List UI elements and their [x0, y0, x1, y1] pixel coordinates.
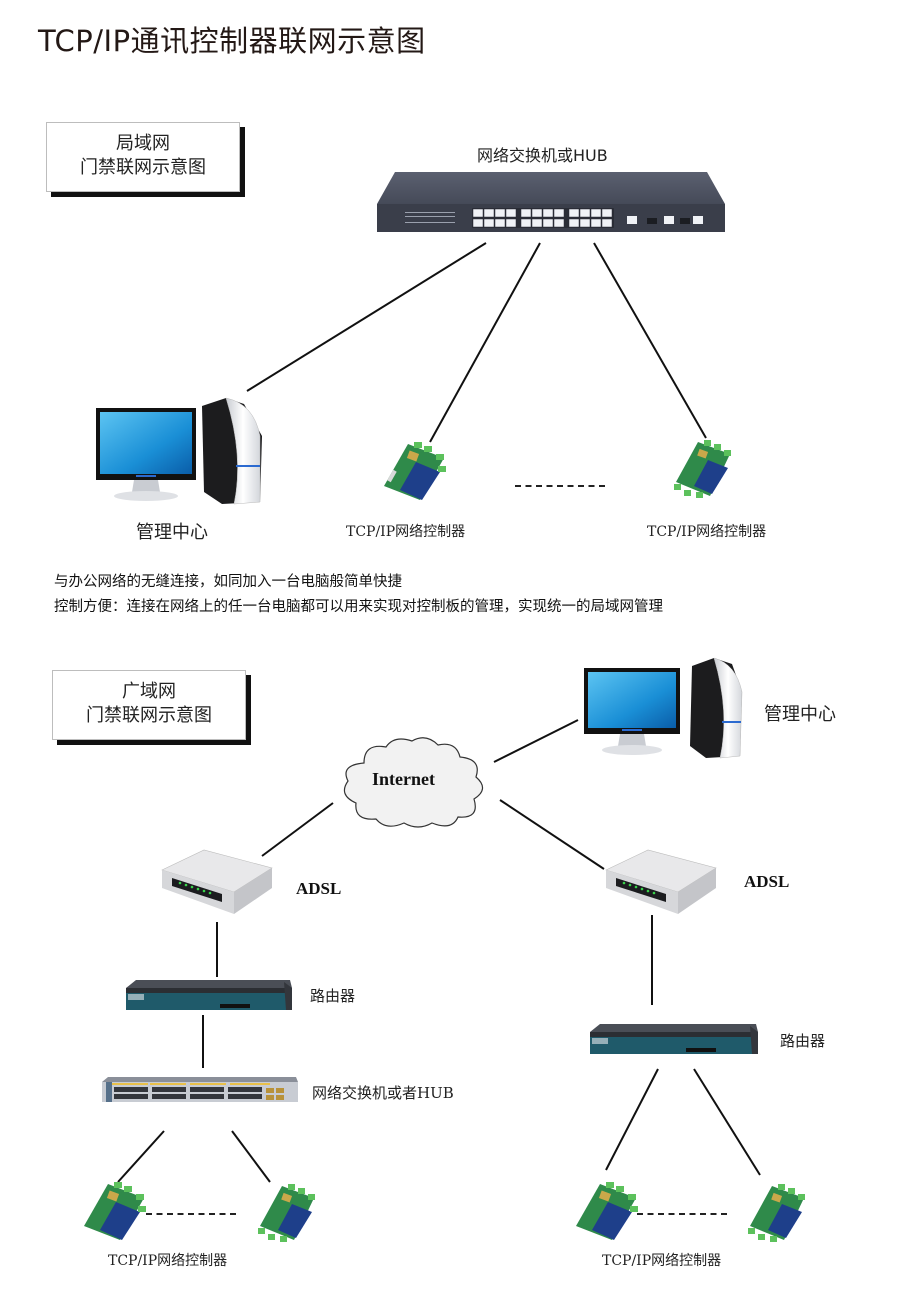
lan-controller-label-2: TCP/IP网络控制器: [647, 524, 767, 540]
lan-box-line1: 局域网: [116, 133, 170, 154]
left-router-label: 路由器: [310, 987, 356, 1005]
link-internet-to-right-adsl: [499, 799, 605, 870]
left-switch-label: 网络交换机或者HUB: [312, 1084, 454, 1102]
lan-box-line2: 门禁联网示意图: [80, 157, 206, 178]
link-left-switch-to-controller-1: [117, 1130, 165, 1183]
controller-board-icon: [576, 1182, 638, 1240]
controller-board-icon: [84, 1182, 146, 1240]
computer-icon: [96, 397, 262, 505]
internet-cloud: Internet: [334, 733, 492, 831]
lan-section-box: 局域网 门禁联网示意图: [46, 122, 240, 192]
wan-box-line2: 门禁联网示意图: [86, 705, 212, 726]
link-internet-to-management: [493, 719, 579, 763]
right-controller-label: TCP/IP网络控制器: [602, 1253, 722, 1269]
left-controllers-ellipsis: [146, 1213, 236, 1215]
router-icon: [126, 980, 292, 1010]
lan-management-computer: [94, 396, 270, 508]
computer-icon: [584, 657, 743, 759]
right-adsl-label: ADSL: [744, 872, 790, 891]
left-controller-label: TCP/IP网络控制器: [108, 1253, 228, 1269]
right-controllers-ellipsis: [637, 1213, 727, 1215]
link-right-router-to-controller-2: [693, 1068, 761, 1176]
adsl-modem-icon: [605, 849, 717, 914]
wan-box-line1: 广域网: [122, 681, 176, 702]
controller-board-icon: [748, 1184, 805, 1242]
link-internet-to-left-adsl: [261, 802, 334, 857]
lan-description-line2: 控制方便：连接在网络上的任一台电脑都可以用来实现对控制板的管理，实现统一的局域网…: [54, 599, 663, 615]
wan-management-label: 管理中心: [764, 704, 836, 725]
lan-management-label: 管理中心: [136, 522, 208, 543]
controller-board-icon: [258, 1184, 315, 1242]
link-right-router-to-controller-1: [605, 1068, 659, 1171]
lan-switch-label: 网络交换机或HUB: [477, 146, 608, 165]
cloud-icon: [343, 737, 484, 828]
left-adsl-label: ADSL: [296, 879, 342, 898]
router-icon: [590, 1024, 758, 1054]
wan-management-computer: [582, 656, 758, 760]
network-switch-icon: [102, 1077, 298, 1102]
network-switch-icon: [377, 172, 725, 232]
controller-board-icon: [674, 440, 731, 498]
internet-label: Internet: [372, 769, 435, 789]
lan-description-line1: 与办公网络的无缝连接，如同加入一台电脑般简单快捷: [54, 574, 402, 590]
wan-section-box: 广域网 门禁联网示意图: [52, 670, 246, 740]
link-left-switch-to-controller-2: [231, 1130, 271, 1183]
controller-board-icon: [384, 442, 446, 500]
link-switch-to-controller-2: [593, 242, 707, 439]
page-title: TCP/IP通讯控制器联网示意图: [38, 24, 426, 58]
lan-controllers-ellipsis: [515, 485, 605, 487]
link-switch-to-management: [246, 242, 487, 392]
adsl-modem-icon: [161, 849, 273, 914]
lan-controller-label-1: TCP/IP网络控制器: [346, 524, 466, 540]
link-switch-to-controller-1: [429, 242, 541, 443]
right-router-label: 路由器: [780, 1032, 826, 1050]
